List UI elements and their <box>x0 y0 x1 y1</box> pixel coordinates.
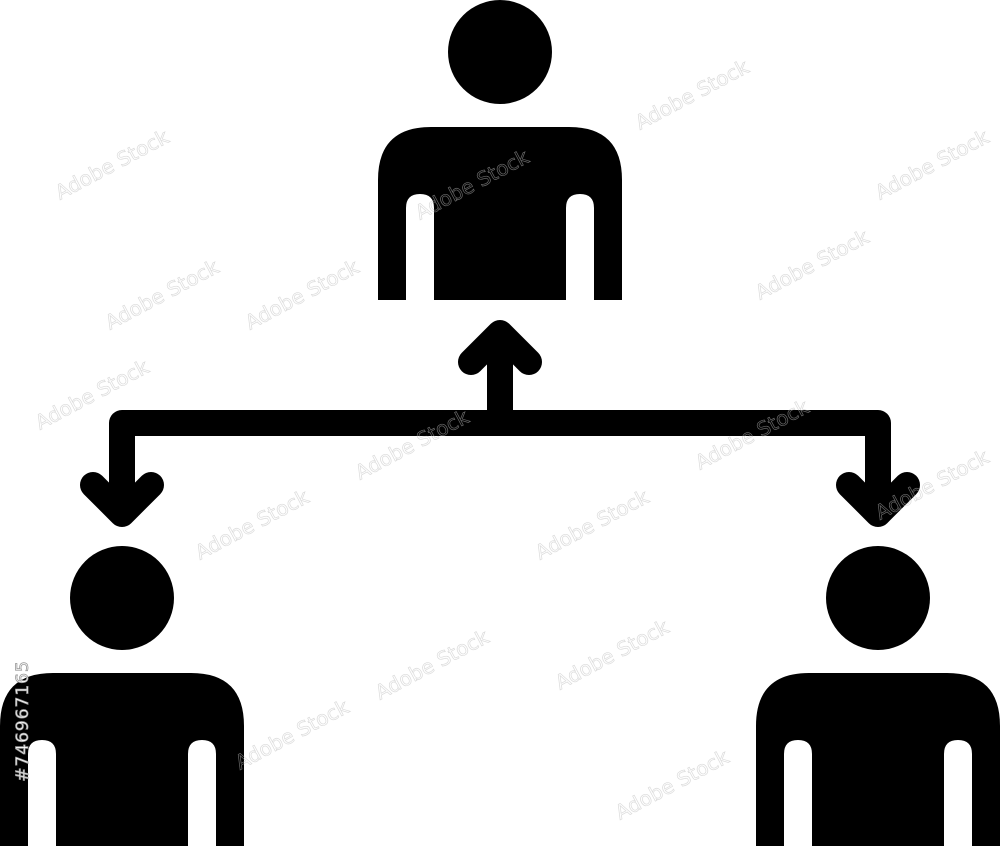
svg-text:Adobe Stock: Adobe Stock <box>531 484 653 564</box>
connector-arrows <box>80 320 920 527</box>
person-bottom-left-icon <box>0 546 244 846</box>
up-arrow-head <box>458 320 542 375</box>
svg-text:Adobe Stock: Adobe Stock <box>101 254 223 334</box>
svg-text:Adobe Stock: Adobe Stock <box>551 614 673 694</box>
svg-text:Adobe Stock: Adobe Stock <box>241 254 363 334</box>
person-top-head <box>448 0 552 104</box>
svg-text:Adobe Stock: Adobe Stock <box>51 124 173 204</box>
svg-text:Adobe Stock: Adobe Stock <box>751 224 873 304</box>
person-top-icon <box>378 0 622 300</box>
left-down-arrow-head <box>80 472 164 527</box>
person-bottom-right-icon <box>756 546 1000 846</box>
svg-text:Adobe Stock: Adobe Stock <box>871 124 993 204</box>
stock-number-text: #746967165 <box>13 660 34 782</box>
person-bottom-left-body <box>0 673 244 846</box>
svg-text:Adobe Stock: Adobe Stock <box>231 694 353 774</box>
person-bottom-left-head <box>70 546 174 650</box>
person-top-body <box>378 127 622 300</box>
stock-number-watermark: #746967165 <box>8 606 38 836</box>
svg-text:Adobe Stock: Adobe Stock <box>191 484 313 564</box>
svg-text:Adobe Stock: Adobe Stock <box>611 744 733 824</box>
svg-text:Adobe Stock: Adobe Stock <box>631 54 753 134</box>
svg-text:Adobe Stock: Adobe Stock <box>371 624 493 704</box>
person-bottom-right-body <box>756 673 1000 846</box>
right-down-arrow-head <box>836 472 920 527</box>
person-bottom-right-head <box>826 546 930 650</box>
